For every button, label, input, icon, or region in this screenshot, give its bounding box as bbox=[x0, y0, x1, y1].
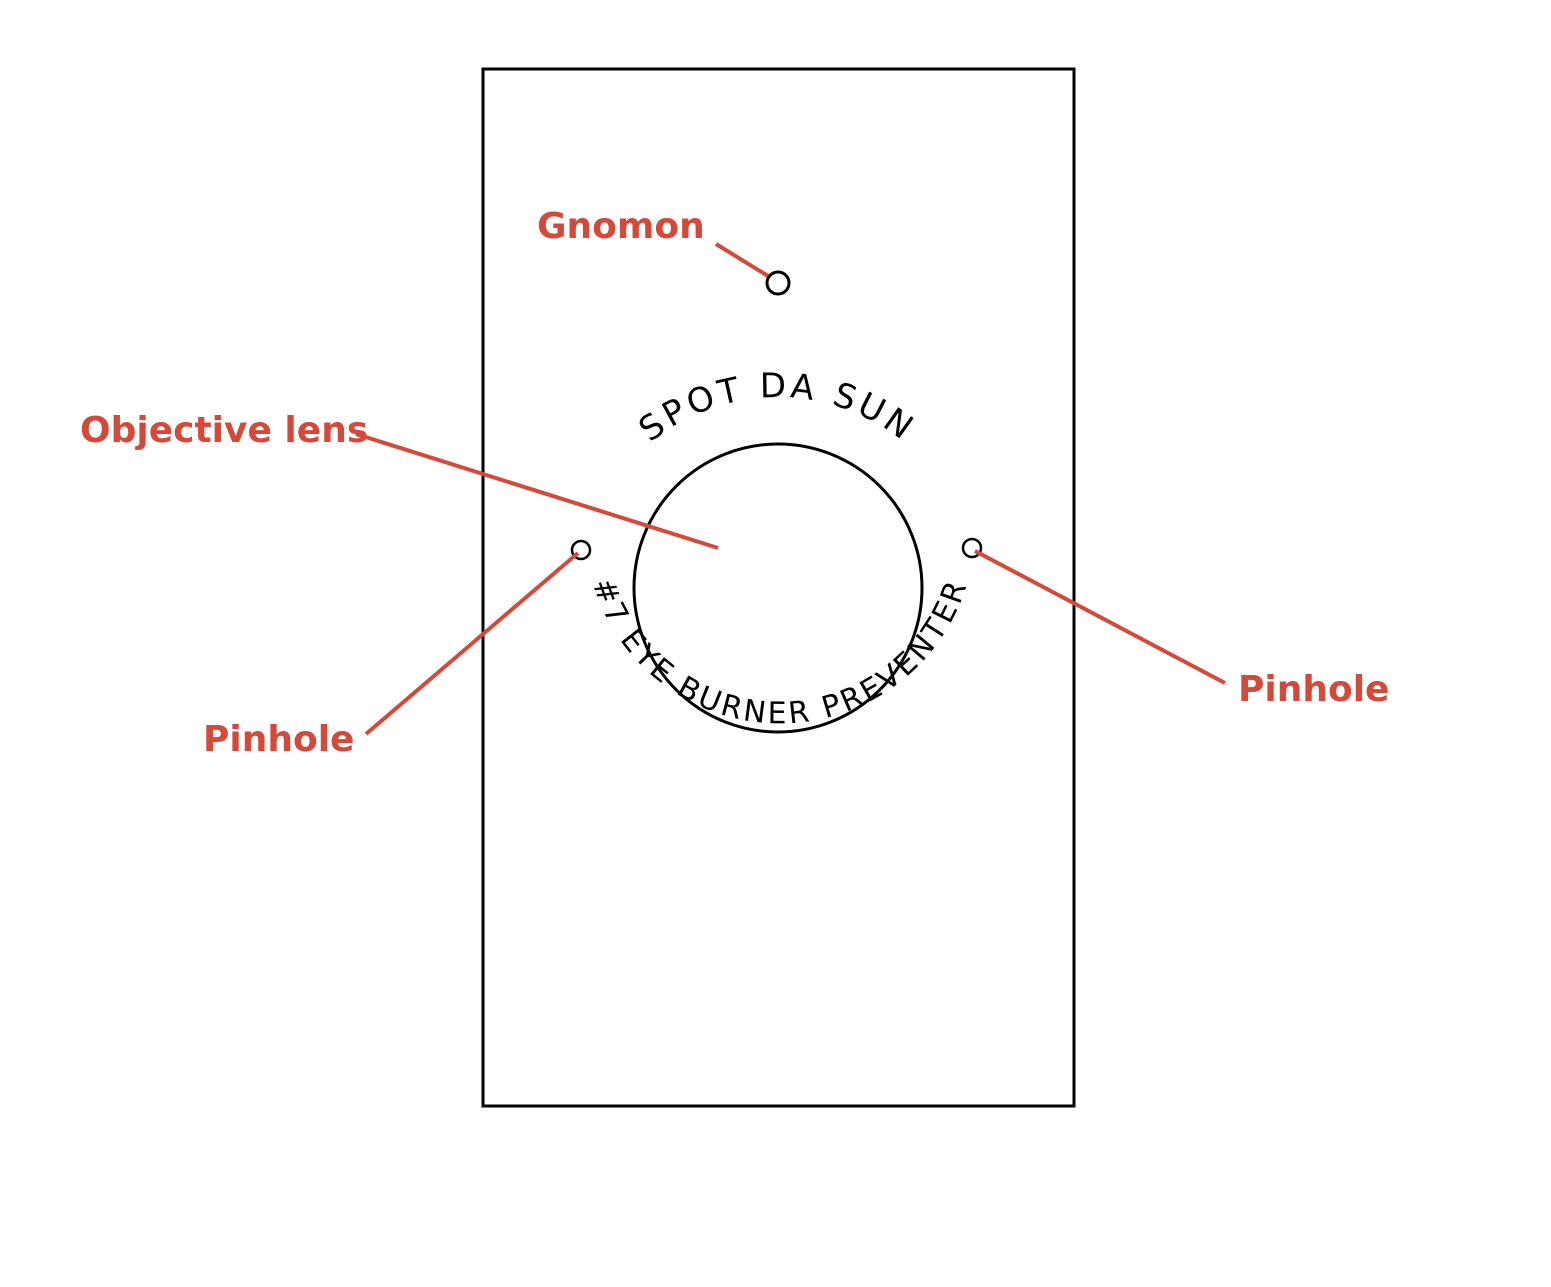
label-pinhole-right: Pinhole bbox=[1238, 669, 1389, 710]
device-body bbox=[481, 67, 1076, 1108]
label-pinhole-left: Pinhole bbox=[203, 719, 354, 760]
ring-text-top: SPOT DA SUN bbox=[632, 366, 924, 450]
leader-line-gnomon bbox=[714, 242, 770, 278]
leader-line-pinhole-right bbox=[974, 549, 1226, 685]
objective-lens bbox=[632, 442, 924, 734]
leader-line-objective-lens bbox=[355, 432, 719, 550]
ring-text-top-path: SPOT DA SUN bbox=[632, 366, 920, 450]
ring-text-bottom-path: #7 EYE BURNER PREVENTER bbox=[585, 574, 972, 732]
label-objective-lens: Objective lens bbox=[80, 410, 368, 451]
leader-line-pinhole-left bbox=[364, 551, 580, 736]
ring-text-bottom: #7 EYE BURNER PREVENTER bbox=[585, 574, 975, 732]
gnomon-hole bbox=[765, 270, 791, 296]
label-gnomon: Gnomon bbox=[537, 206, 705, 247]
